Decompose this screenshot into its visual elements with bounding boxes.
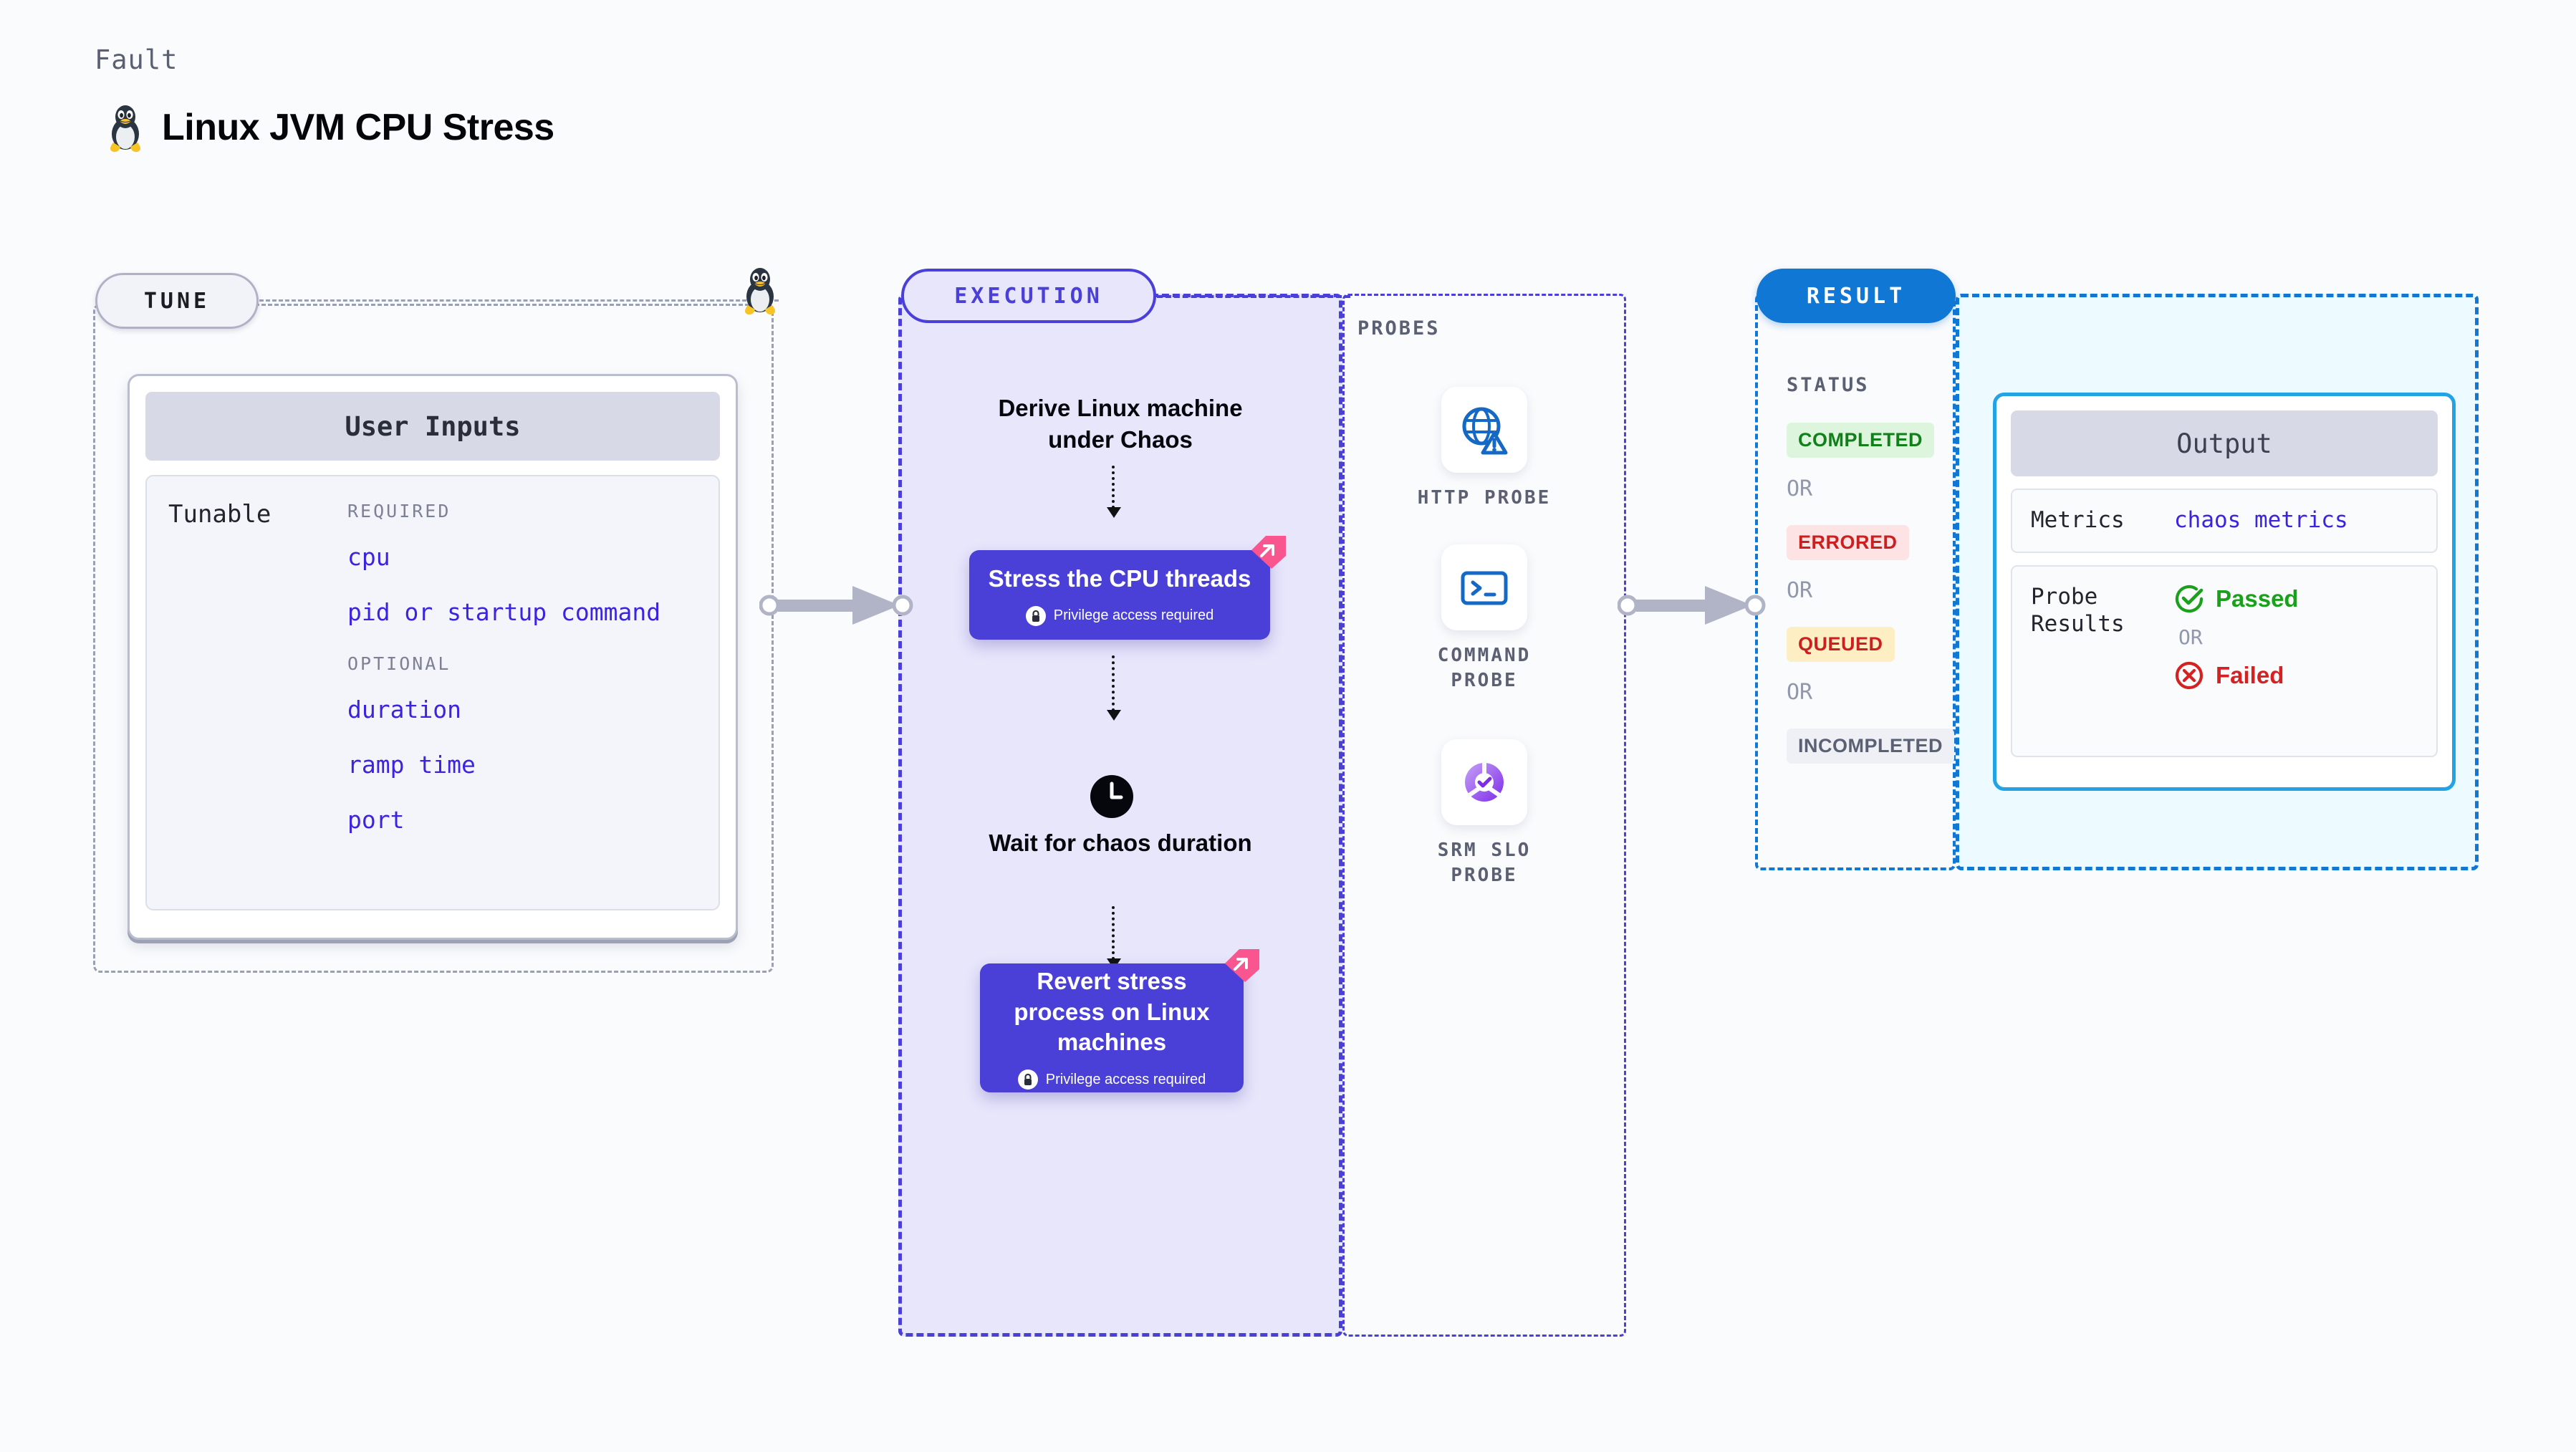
probe-result-passed-label: Passed: [2216, 585, 2299, 612]
status-or-3: OR: [1787, 680, 1813, 705]
check-circle-icon: [2175, 585, 2203, 612]
tunable-param-ramp-time[interactable]: ramp time: [347, 751, 476, 779]
optional-group-label: OPTIONAL: [347, 653, 451, 674]
execution-card-revert-stress[interactable]: Revert stress process on Linux machines …: [980, 949, 1259, 1092]
status-badge-queued: QUEUED: [1787, 627, 1895, 662]
slo-donut-check-icon: [1441, 739, 1527, 825]
page-header: Fault Linux JVM CPU Stress: [95, 44, 554, 153]
status-or-2: OR: [1787, 578, 1813, 603]
tune-connector-line: [259, 299, 779, 302]
lock-icon: [1017, 1069, 1038, 1090]
connector-probes-to-result: [1618, 586, 1766, 625]
output-card: Output Metrics chaos metrics Probe Resul…: [1993, 393, 2456, 791]
status-badge-errored: ERRORED: [1787, 525, 1909, 560]
harness-ribbon-icon: [1225, 949, 1259, 982]
probe-result-failed: Failed: [2174, 660, 2418, 691]
execution-arrow-3: [1107, 906, 1121, 969]
chaos-metrics-link[interactable]: chaos metrics: [2174, 507, 2348, 533]
globe-warning-icon: [1441, 387, 1527, 473]
probe-result-or: OR: [2178, 625, 2203, 649]
tunable-label: Tunable: [168, 500, 271, 529]
user-inputs-title: User Inputs: [145, 392, 720, 461]
execution-card-stress-cpu[interactable]: Stress the CPU threads Privilege access …: [969, 536, 1286, 640]
probes-section-label: PROBES: [1357, 317, 1441, 340]
execution-step-derive-machine: Derive Linux machine under Chaos: [998, 395, 1243, 453]
status-badge-incompleted: INCOMPLETED: [1787, 729, 1955, 764]
output-metrics-value-wrap: chaos metrics: [2174, 507, 2418, 534]
page-title: Linux JVM CPU Stress: [162, 107, 554, 148]
output-row-probe-results: Probe Results Passed OR Failed: [2011, 564, 2438, 757]
execution-arrow-2: [1107, 655, 1121, 721]
tunable-param-duration[interactable]: duration: [347, 696, 461, 723]
execution-section-badge[interactable]: EXECUTION: [901, 269, 1156, 323]
privilege-note: Privilege access required: [1025, 605, 1214, 626]
probe-srm-slo-label: SRM SLO PROBE: [1437, 840, 1532, 887]
execution-connector-line: [1157, 295, 1350, 298]
harness-ribbon-icon: [1251, 536, 1286, 569]
status-badge-completed: COMPLETED: [1787, 423, 1935, 458]
probe-srm-slo[interactable]: SRM SLO PROBE: [1413, 739, 1556, 888]
output-row-metrics: Metrics chaos metrics: [2011, 489, 2438, 553]
privilege-note-text: Privilege access required: [1053, 607, 1214, 624]
result-status-container: [1755, 294, 1956, 870]
tunable-parameter-list: REQUIRED cpu pid or startup command OPTI…: [347, 501, 697, 885]
probe-result-passed: Passed: [2174, 584, 2418, 614]
output-probe-results-key: Probe Results: [2031, 583, 2125, 637]
status-or-1: OR: [1787, 476, 1813, 501]
probe-http-label: HTTP PROBE: [1417, 487, 1552, 509]
execution-arrow-1: [1107, 466, 1121, 518]
tune-section-container: [93, 304, 774, 973]
fault-eyebrow-label: Fault: [95, 44, 178, 75]
title-row: Linux JVM CPU Stress: [105, 102, 554, 153]
tunable-body: Tunable REQUIRED cpu pid or startup comm…: [145, 475, 720, 910]
execution-card-stress-cpu-title: Stress the CPU threads: [988, 565, 1251, 592]
linux-tux-icon: [105, 102, 146, 153]
output-probe-results-value: Passed OR Failed: [2174, 584, 2418, 739]
privilege-note-2: Privilege access required: [1017, 1069, 1206, 1090]
result-section-badge[interactable]: RESULT: [1756, 269, 1956, 323]
x-circle-icon: [2175, 661, 2203, 689]
lock-icon: [1025, 605, 1046, 626]
privilege-note-2-text: Privilege access required: [1045, 1071, 1206, 1087]
status-label: STATUS: [1787, 374, 1870, 396]
clock-icon: [1090, 775, 1133, 818]
tunable-param-cpu[interactable]: cpu: [347, 543, 390, 571]
probe-command-label: COMMAND PROBE: [1437, 645, 1532, 692]
terminal-icon: [1441, 544, 1527, 630]
user-inputs-card: User Inputs Tunable REQUIRED cpu pid or …: [128, 374, 738, 940]
execution-card-revert-stress-title: Revert stress process on Linux machines: [1014, 967, 1210, 1056]
tunable-param-port[interactable]: port: [347, 806, 405, 834]
execution-step-wait-duration: Wait for chaos duration: [989, 830, 1252, 856]
tune-section-badge[interactable]: TUNE: [95, 273, 259, 329]
probe-command[interactable]: COMMAND PROBE: [1413, 544, 1556, 693]
probe-http[interactable]: HTTP PROBE: [1413, 387, 1556, 511]
output-metrics-key: Metrics: [2031, 507, 2125, 533]
linux-tux-icon-marker: [739, 265, 781, 319]
connector-tune-to-execution: [759, 586, 913, 625]
output-title: Output: [2011, 410, 2438, 476]
probe-result-failed-label: Failed: [2216, 661, 2284, 688]
tunable-param-pid[interactable]: pid or startup command: [347, 598, 661, 626]
required-group-label: REQUIRED: [347, 501, 451, 521]
